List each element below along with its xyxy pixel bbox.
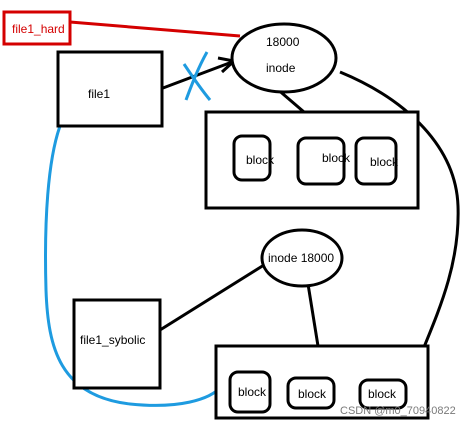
block-label: block (368, 387, 397, 401)
bottom-inode-to-blocks-line (306, 283, 320, 347)
symbolic-to-inode-line (159, 263, 265, 332)
soft-link-path (44, 125, 224, 407)
block-cell (286, 376, 336, 410)
block-label: block (370, 155, 399, 169)
inode-bottom-label: inode 18000 (268, 251, 334, 265)
inode-word-label: inode (266, 61, 296, 75)
watermark: CSDN @m0_70940822 (340, 405, 456, 417)
inode-18000-top (230, 22, 338, 94)
block-label: block (298, 387, 327, 401)
file1-symbolic-label: file1_sybolic (80, 333, 145, 347)
inode-18000-bottom (260, 228, 344, 288)
block-label: block (238, 385, 267, 399)
block-cell (354, 136, 398, 186)
file1-hard-box (2, 10, 72, 46)
block-cell (358, 378, 408, 410)
file1-box (56, 50, 164, 128)
block-cell (296, 136, 346, 186)
deleted-link-cross-icon (182, 51, 212, 101)
hard-link-connector (69, 20, 241, 38)
top-inode-to-bottom-blocks-curve (339, 70, 460, 353)
block-label: block (322, 151, 351, 165)
block-cell (232, 134, 272, 182)
file1-label: file1 (88, 87, 110, 101)
file1-hard-label: file1_hard (12, 22, 65, 36)
block-label: block (246, 153, 275, 167)
file1-symbolic-box (72, 298, 162, 390)
inode-number-label: 18000 (266, 35, 300, 49)
block-cell (228, 370, 272, 414)
